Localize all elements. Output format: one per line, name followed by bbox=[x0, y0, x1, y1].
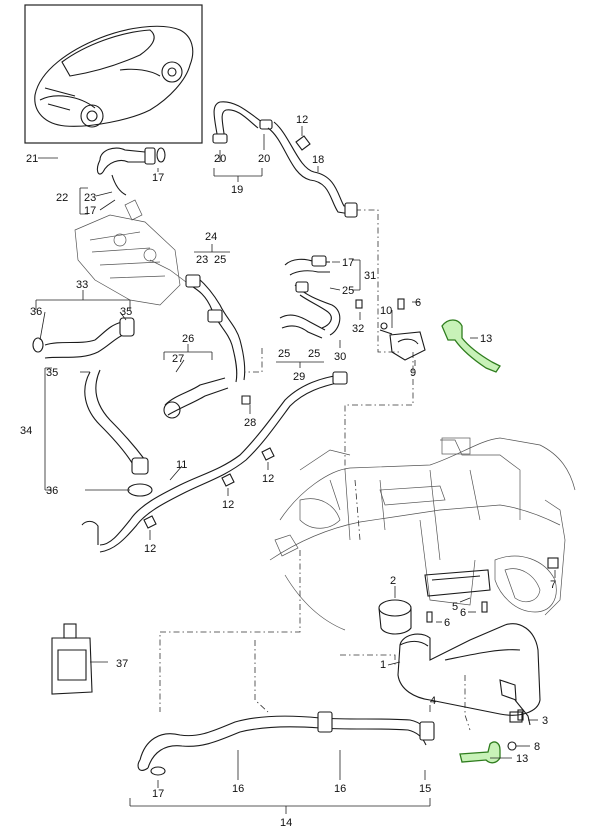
callout-17: 17 bbox=[342, 257, 354, 269]
callout-13: 13 bbox=[516, 753, 528, 765]
callout-4: 4 bbox=[430, 695, 436, 707]
reference-lines bbox=[159, 209, 471, 731]
highlight-hose-13-upper[interactable] bbox=[441, 319, 501, 373]
callout-2: 2 bbox=[390, 575, 396, 587]
callout-25: 25 bbox=[342, 285, 354, 297]
callout-28: 28 bbox=[244, 417, 256, 429]
callout-6: 6 bbox=[444, 617, 450, 629]
callout-25: 25 bbox=[214, 254, 226, 266]
callout-12: 12 bbox=[222, 499, 234, 511]
callout-27: 27 bbox=[172, 353, 184, 365]
callout-10: 10 bbox=[380, 305, 392, 317]
callout-15: 15 bbox=[419, 783, 431, 795]
callout-7: 7 bbox=[550, 579, 556, 591]
callout-35: 35 bbox=[120, 306, 132, 318]
callout-8: 8 bbox=[534, 741, 540, 753]
callout-21: 21 bbox=[26, 153, 38, 165]
callout-14: 14 bbox=[280, 817, 292, 829]
callout-37: 37 bbox=[116, 658, 128, 670]
callout-20: 20 bbox=[214, 153, 226, 165]
body-structure bbox=[269, 437, 576, 631]
callout-6: 6 bbox=[460, 607, 466, 619]
hoses bbox=[32, 101, 435, 776]
callout-20: 20 bbox=[258, 153, 270, 165]
callout-16: 16 bbox=[334, 783, 346, 795]
callout-24: 24 bbox=[205, 231, 217, 243]
callout-18: 18 bbox=[312, 154, 324, 166]
highlight-hose-13-lower[interactable] bbox=[459, 741, 501, 764]
callout-33: 33 bbox=[76, 279, 88, 291]
coolant-reservoir bbox=[378, 557, 559, 751]
callout-36: 36 bbox=[46, 485, 58, 497]
callout-5: 5 bbox=[452, 601, 458, 613]
callout-3: 3 bbox=[542, 715, 548, 727]
callout-26: 26 bbox=[182, 333, 194, 345]
callout-31: 31 bbox=[364, 270, 376, 282]
callout-1: 1 bbox=[380, 659, 386, 671]
callout-23: 23 bbox=[196, 254, 208, 266]
callout-12: 12 bbox=[296, 114, 308, 126]
callout-29: 29 bbox=[293, 371, 305, 383]
callout-23: 23 bbox=[84, 192, 96, 204]
callout-32: 32 bbox=[352, 323, 364, 335]
callout-34: 34 bbox=[20, 425, 32, 437]
callout-25: 25 bbox=[308, 348, 320, 360]
callout-17: 17 bbox=[152, 172, 164, 184]
callout-12: 12 bbox=[262, 473, 274, 485]
leader-lines bbox=[35, 126, 556, 814]
callout-13: 13 bbox=[480, 333, 492, 345]
coolant-bottle bbox=[51, 623, 93, 695]
callout-9: 9 bbox=[410, 367, 416, 379]
callout-17: 17 bbox=[84, 205, 96, 217]
callout-25: 25 bbox=[278, 348, 290, 360]
callout-17: 17 bbox=[152, 788, 164, 800]
callout-11: 11 bbox=[176, 459, 187, 471]
callout-36: 36 bbox=[30, 306, 42, 318]
callout-35: 35 bbox=[46, 367, 58, 379]
highlighted-parts bbox=[441, 319, 501, 764]
callout-19: 19 bbox=[231, 184, 243, 196]
callout-12: 12 bbox=[144, 543, 156, 555]
engine-detail bbox=[74, 199, 191, 306]
callout-22: 22 bbox=[56, 192, 68, 204]
callout-30: 30 bbox=[334, 351, 346, 363]
callout-labels: 21 22 23 17 17 20 20 19 12 18 24 23 25 1… bbox=[20, 114, 556, 829]
vehicle-thumbnail bbox=[24, 4, 203, 144]
callout-16: 16 bbox=[232, 783, 244, 795]
callout-6: 6 bbox=[415, 297, 421, 309]
